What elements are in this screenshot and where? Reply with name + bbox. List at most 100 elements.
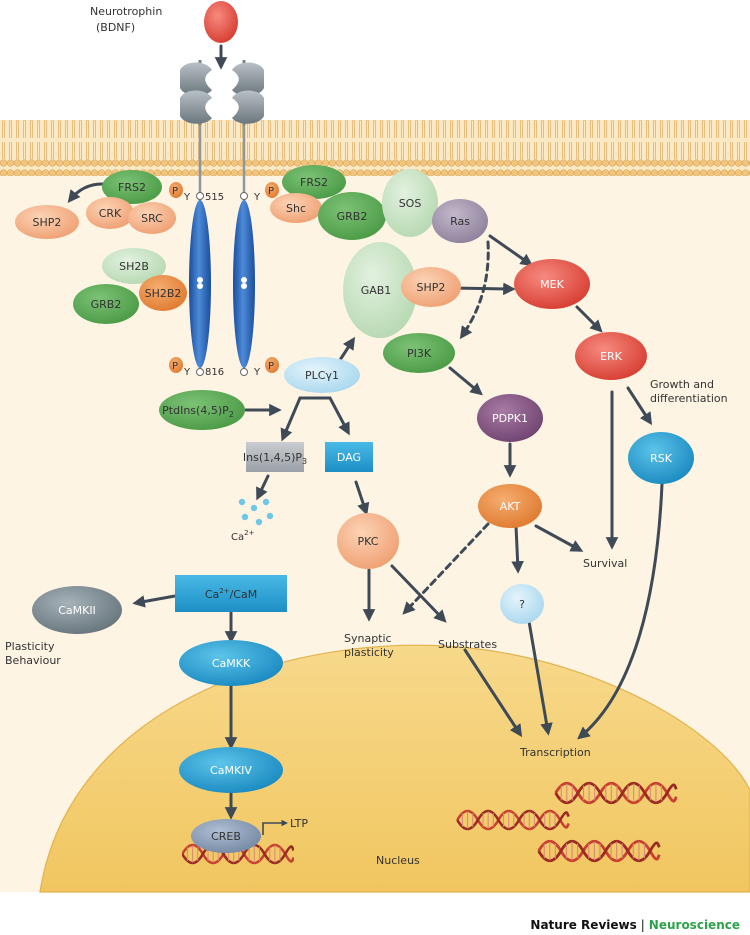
- pi3k: PI3K: [383, 333, 455, 373]
- svg-text:Y: Y: [253, 192, 261, 203]
- substrates-label: Substrates: [438, 638, 497, 651]
- arrow-plcg1-to-ins-dag: [280, 396, 350, 442]
- svg-text:ERK: ERK: [600, 350, 623, 363]
- svg-text:FRS2: FRS2: [300, 176, 328, 189]
- svg-text:PDPK1: PDPK1: [492, 412, 528, 425]
- camkk: CaMKK: [179, 640, 283, 686]
- arrow-akt-to-survival: [534, 524, 584, 552]
- nucleus-label: Nucleus: [376, 854, 420, 867]
- rsk: RSK: [628, 432, 694, 484]
- creb: CREB: [191, 819, 261, 853]
- journal-footer: Nature Reviews|Neuroscience: [530, 918, 740, 932]
- survival-label: Survival: [583, 557, 627, 570]
- svg-text:CaMKK: CaMKK: [212, 657, 251, 670]
- journal-section: Neuroscience: [649, 918, 740, 932]
- shc: Shc: [270, 193, 322, 223]
- residue-816-label: 816: [205, 367, 224, 378]
- shp2-right: SHP2: [401, 267, 461, 307]
- phospho-y816-left: P Y 816: [169, 357, 224, 378]
- grb2-right: GRB2: [318, 192, 386, 240]
- growth-label-line2: differentiation: [650, 392, 728, 405]
- phospho-y-right-lower: P Y: [253, 357, 279, 378]
- arrow-dag-to-pkc: [354, 480, 370, 516]
- dag: DAG: [325, 442, 373, 472]
- pkc: PKC: [337, 513, 399, 569]
- svg-text:RSK: RSK: [650, 452, 673, 465]
- mek: MEK: [514, 259, 590, 309]
- arrow-erk-to-rsk: [626, 386, 653, 426]
- residue-515-label: 515: [205, 192, 224, 203]
- svg-text:Ins(1,4,5)P3: Ins(1,4,5)P3: [243, 451, 307, 466]
- arrow-pkc-to-substrates: [390, 564, 447, 623]
- svg-text:Y: Y: [183, 367, 191, 378]
- svg-text:Ca2+/CaM: Ca2+/CaM: [205, 587, 257, 601]
- arrow-akt-to-unknown: [511, 524, 524, 574]
- svg-text:SHP2: SHP2: [417, 281, 446, 294]
- erk: ERK: [575, 332, 647, 380]
- svg-text:Y: Y: [183, 192, 191, 203]
- svg-text:CRK: CRK: [99, 207, 122, 220]
- transcription-label: Transcription: [519, 746, 591, 759]
- svg-text:SH2B: SH2B: [119, 260, 149, 273]
- ras: Ras: [432, 199, 488, 243]
- arrow-substrates-to-transcription: [463, 648, 523, 738]
- svg-text:SHP2: SHP2: [33, 216, 62, 229]
- svg-text:P: P: [268, 361, 274, 372]
- arrow-mek-to-erk: [575, 305, 603, 333]
- svg-text:PLCγ1: PLCγ1: [305, 369, 339, 382]
- crk: CRK: [86, 197, 134, 229]
- ptdins45p2: PtdIns(4,5)P2: [159, 390, 245, 430]
- arrow-ras-to-mek: [488, 234, 534, 267]
- svg-text:FRS2: FRS2: [118, 181, 146, 194]
- synaptic-label-line2: plasticity: [344, 646, 394, 659]
- pathway-arrows: [67, 182, 664, 835]
- arrow-ins-to-ca: [256, 474, 270, 501]
- shp2-left: SHP2: [15, 205, 79, 239]
- pdpk1: PDPK1: [477, 394, 543, 442]
- growth-label-line1: Growth and: [650, 378, 714, 391]
- svg-text:P: P: [268, 186, 274, 197]
- src: SRC: [128, 202, 176, 234]
- arrow-shp2-to-mek: [450, 282, 516, 296]
- ca-calmodulin: Ca2+/CaM: [175, 575, 287, 612]
- phospho-y-right-upper: P Y: [253, 182, 279, 203]
- svg-text:Shc: Shc: [286, 202, 306, 215]
- synaptic-label-line1: Synaptic: [344, 632, 392, 645]
- gab1: GAB1: [343, 242, 417, 338]
- camkii: CaMKII: [32, 586, 122, 634]
- arrow-akt-to-synaptic: [402, 522, 490, 615]
- trkb-receptor-extracellular: [180, 60, 264, 125]
- svg-text:?: ?: [519, 598, 525, 611]
- neurotrophin-bdnf: Neurotrophin (BDNF): [90, 1, 238, 70]
- arrow-rsk-to-transcription: [577, 482, 664, 740]
- svg-text:SRC: SRC: [141, 212, 163, 225]
- plasticity-label-line2: Behaviour: [5, 654, 61, 667]
- arrow-creb-to-ltp: [262, 819, 289, 835]
- svg-text:PI3K: PI3K: [407, 347, 432, 360]
- ins145p3: Ins(1,4,5)P3: [243, 442, 307, 472]
- camkiv: CaMKIV: [179, 747, 283, 793]
- svg-text:CaMKIV: CaMKIV: [210, 764, 252, 777]
- phospho-y515-left: P Y 515: [169, 182, 224, 203]
- svg-text:PKC: PKC: [358, 535, 379, 548]
- svg-text:CREB: CREB: [211, 830, 241, 843]
- ltp-label: LTP: [290, 817, 308, 830]
- svg-text:P: P: [172, 361, 178, 372]
- svg-text:PtdIns(4,5)P2: PtdIns(4,5)P2: [162, 404, 234, 419]
- plasma-membrane: [0, 120, 750, 176]
- neurotrophin-label: Neurotrophin: [90, 5, 162, 18]
- plasticity-label-line1: Plasticity: [5, 640, 55, 653]
- bdnf-label: (BDNF): [96, 21, 135, 34]
- svg-text:GAB1: GAB1: [361, 284, 392, 297]
- calcium-ions: Ca2+: [231, 498, 274, 543]
- arrow-cam-to-camkii: [132, 594, 177, 608]
- akt: AKT: [478, 484, 542, 528]
- frs2-right: FRS2: [282, 165, 346, 199]
- journal-name: Nature Reviews: [530, 918, 636, 932]
- svg-text:DAG: DAG: [337, 451, 361, 464]
- svg-text:AKT: AKT: [500, 500, 521, 513]
- arrow-ras-to-pi3k: [459, 240, 490, 340]
- frs2-left: FRS2: [102, 170, 162, 204]
